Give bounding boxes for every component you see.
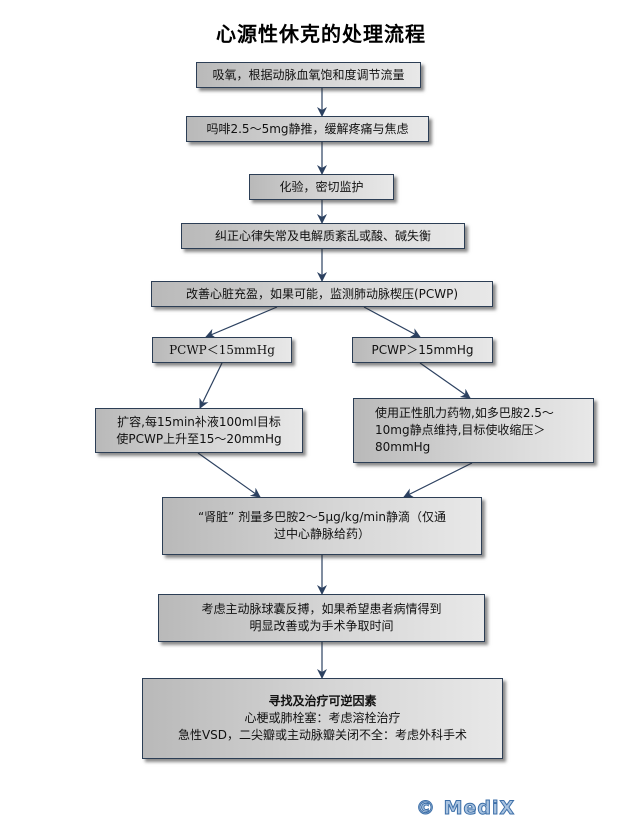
node-text: 改善心脏充盈，如果可能，监测肺动脉楔压(PCWP) (185, 286, 459, 301)
node-text: “肾脏” 剂量多巴胺2～5μg/kg/min静滴（仅通 (197, 510, 447, 524)
arrow-pcwp_low-to-volume (199, 362, 223, 409)
arrow-inotrope-to-dopamine (403, 462, 473, 498)
chart-title: 心源性休克的处理流程 (216, 22, 426, 46)
node-text: 吗啡2.5～5mg静推，缓解疼痛与焦虑 (206, 121, 409, 136)
node-oxygen-therapy: 吸氧，根据动脉血氧饱和度调节流量 (196, 62, 421, 88)
node-text: PCWP＞15mmHg (371, 342, 474, 357)
arrow-improve-to-pcwp_low (205, 306, 278, 339)
node-text: 心梗或肺栓塞：考虑溶栓治疗 (244, 711, 401, 725)
node-reversible-causes: 寻找及治疗可逆因素 心梗或肺栓塞：考虑溶栓治疗 急性VSD，二尖瓣或主动脉瓣关闭… (142, 678, 503, 759)
node-text: 急性VSD，二尖瓣或主动脉瓣关闭不全：考虑外科手术 (177, 728, 468, 742)
node-correct-arrhythmia: 纠正心律失常及电解质紊乱或酸、碱失衡 (181, 223, 465, 249)
arrow-improve-to-pcwp_high (363, 306, 421, 338)
node-volume-expansion: 扩容,每15min补液100ml目标 使PCWP上升至15～20mmHg (95, 408, 303, 453)
node-morphine: 吗啡2.5～5mg静推，缓解疼痛与焦虑 (186, 116, 429, 142)
node-improve-filling: 改善心脏充盈，如果可能，监测肺动脉楔压(PCWP) (151, 281, 493, 307)
node-text: 使PCWP上升至15～20mmHg (116, 431, 282, 446)
node-heading: 寻找及治疗可逆因素 (268, 694, 377, 708)
node-text: 过中心静脉给药） (273, 527, 370, 541)
node-text: 吸氧，根据动脉血氧饱和度调节流量 (212, 67, 405, 82)
node-text: 扩容,每15min补液100ml目标 (117, 414, 281, 429)
node-renal-dopamine: “肾脏” 剂量多巴胺2～5μg/kg/min静滴（仅通 过中心静脉给药） (162, 497, 482, 555)
node-text: PCWP＜15mmHg (169, 342, 275, 357)
node-text: 考虑主动脉球囊反搏，如果希望患者病情得到 (201, 602, 442, 616)
node-text: 使用正性肌力药物,如多巴胺2.5～ (375, 406, 554, 420)
node-text: 80mmHg (375, 440, 431, 454)
node-text: 纠正心律失常及电解质紊乱或酸、碱失衡 (214, 228, 431, 243)
node-balloon-pump: 考虑主动脉球囊反搏，如果希望患者病情得到 明显改善或为手术争取时间 (158, 594, 485, 642)
watermark-logo: © MediX (415, 797, 516, 820)
node-pcwp-low: PCWP＜15mmHg (152, 337, 292, 363)
arrow-volume-to-dopamine (197, 452, 261, 498)
node-text: 10mg静点维持,目标使收缩压＞ (375, 423, 546, 437)
node-inotropic-drugs: 使用正性肌力药物,如多巴胺2.5～ 10mg静点维持,目标使收缩压＞ 80mmH… (353, 398, 594, 463)
node-pcwp-high: PCWP＞15mmHg (352, 337, 493, 363)
arrow-pcwp_high-to-inotrope (419, 362, 471, 399)
node-text: 化验，密切监护 (279, 179, 364, 194)
node-lab-monitoring: 化验，密切监护 (249, 174, 394, 200)
node-text: 明显改善或为手术争取时间 (249, 619, 394, 633)
